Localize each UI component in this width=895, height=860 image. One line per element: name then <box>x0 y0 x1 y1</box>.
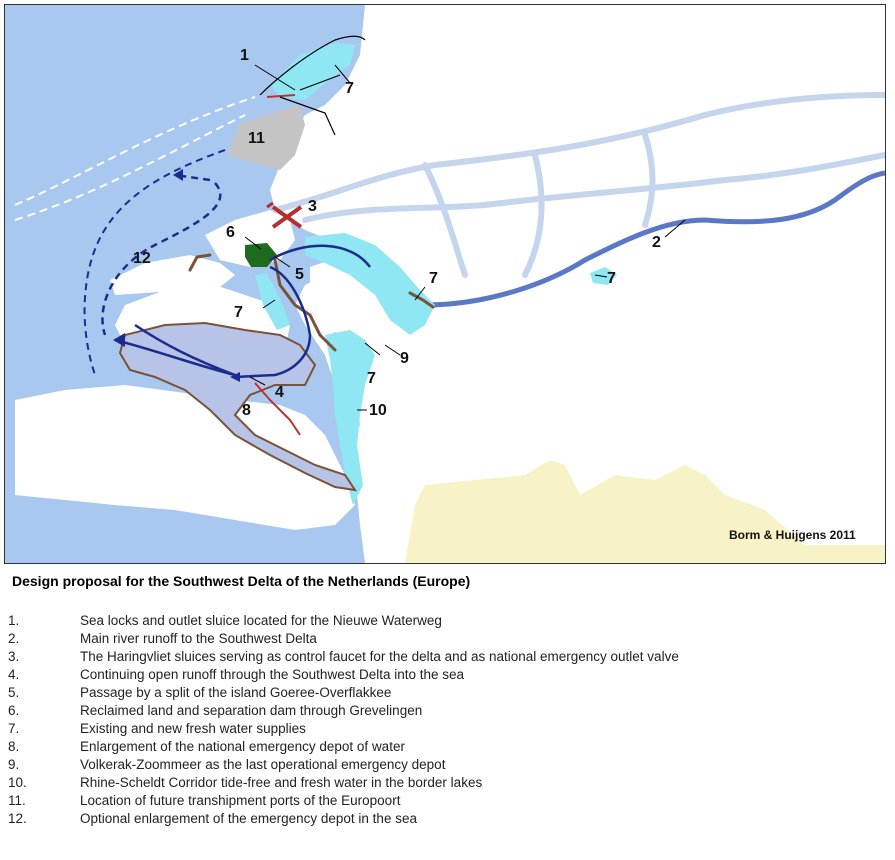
figure-caption: Design proposal for the Southwest Delta … <box>12 573 471 589</box>
label-6: 6 <box>226 224 235 241</box>
legend-text: Reclaimed land and separation dam throug… <box>80 703 423 718</box>
legend-item: 4. Continuing open runoff through the Sou… <box>8 666 878 684</box>
legend-text: Rhine-Scheldt Corridor tide-free and fre… <box>80 775 483 790</box>
legend-number: 3. <box>8 649 20 664</box>
label-8: 8 <box>242 402 251 419</box>
legend-number: 1. <box>8 613 20 628</box>
legend-item: 3. The Haringvliet sluices serving as con… <box>8 648 878 666</box>
label-9: 9 <box>400 350 409 367</box>
legend-text: The Haringvliet sluices serving as contr… <box>80 649 679 664</box>
label-11: 11 <box>248 130 265 147</box>
coast-lines <box>259 35 366 136</box>
south-land <box>405 460 885 563</box>
legend-text: Volkerak-Zoommeer as the last operationa… <box>80 757 446 772</box>
label-7d: 7 <box>234 304 243 321</box>
main-river-runoff <box>424 170 885 308</box>
leader-lines <box>244 64 686 411</box>
legend-text: Main river runoff to the Southwest Delta <box>80 631 317 646</box>
label-4: 4 <box>275 384 284 401</box>
legend-number: 11. <box>8 793 26 808</box>
legend-text: Location of future transhipment ports of… <box>80 793 401 808</box>
delta-map: 1 7 11 3 2 6 12 5 7 7 7 9 7 4 8 10 Borm … <box>5 5 885 563</box>
legend-text: Passage by a split of the island Goeree-… <box>80 685 392 700</box>
legend-item: 1. Sea locks and outlet sluice located fo… <box>8 612 878 630</box>
label-7b: 7 <box>429 270 438 287</box>
dashed-routes <box>14 96 256 376</box>
label-3: 3 <box>308 198 317 215</box>
label-7e: 7 <box>367 370 376 387</box>
legend-number: 6. <box>8 703 20 718</box>
label-1: 1 <box>240 47 249 64</box>
legend-item: 12. Optional enlargement of the emergency… <box>8 810 878 828</box>
legend-item: 9. Volkerak-Zoommeer as the last operatio… <box>8 756 878 774</box>
schouwen-island <box>110 255 235 295</box>
legend-text: Continuing open runoff through the South… <box>80 667 465 682</box>
map-credit: Borm & Huijgens 2011 <box>729 528 856 542</box>
legend-number: 12. <box>8 811 27 826</box>
map-panel: 1 7 11 3 2 6 12 5 7 7 7 9 7 4 8 10 Borm … <box>4 4 886 564</box>
legend-item: 6. Reclaimed land and separation dam thro… <box>8 702 878 720</box>
label-7c: 7 <box>607 270 616 287</box>
sluice-markers <box>254 94 303 436</box>
legend-text: Optional enlargement of the emergency de… <box>80 811 417 826</box>
label-5: 5 <box>295 266 304 283</box>
legend-number: 9. <box>8 757 20 772</box>
legend-text: Sea locks and outlet sluice located for … <box>80 613 442 628</box>
label-2: 2 <box>652 234 661 251</box>
legend-item: 2. Main river runoff to the Southwest Del… <box>8 630 878 648</box>
legend-number: 5. <box>8 685 20 700</box>
legend-item: 5. Passage by a split of the island Goere… <box>8 684 878 702</box>
legend-number: 2. <box>8 631 20 646</box>
port-area <box>227 105 305 170</box>
label-10: 10 <box>369 402 387 419</box>
fresh-water-areas <box>255 43 617 505</box>
legend-item: 11. Location of future transhipment ports… <box>8 792 878 810</box>
mainland <box>270 5 885 563</box>
label-12: 12 <box>133 250 151 267</box>
arrow-heads <box>113 169 240 382</box>
reclaimed-land <box>245 243 277 267</box>
legend-item: 10. Rhine-Scheldt Corridor tide-free and … <box>8 774 878 792</box>
legend-list: 1. Sea locks and outlet sluice located fo… <box>8 612 878 828</box>
flow-arrows <box>114 244 372 379</box>
legend-number: 8. <box>8 739 20 754</box>
legend-text: Enlargement of the national emergency de… <box>80 739 405 754</box>
label-7a: 7 <box>345 80 354 97</box>
legend-number: 4. <box>8 667 20 682</box>
zeeuws-vlaanderen <box>15 385 355 530</box>
legend-number: 10. <box>8 775 27 790</box>
legend-text: Existing and new fresh water supplies <box>80 721 306 736</box>
legend-number: 7. <box>8 721 20 736</box>
legend-item: 8. Enlargement of the national emergency … <box>8 738 878 756</box>
legend-item: 7. Existing and new fresh water supplies <box>8 720 878 738</box>
